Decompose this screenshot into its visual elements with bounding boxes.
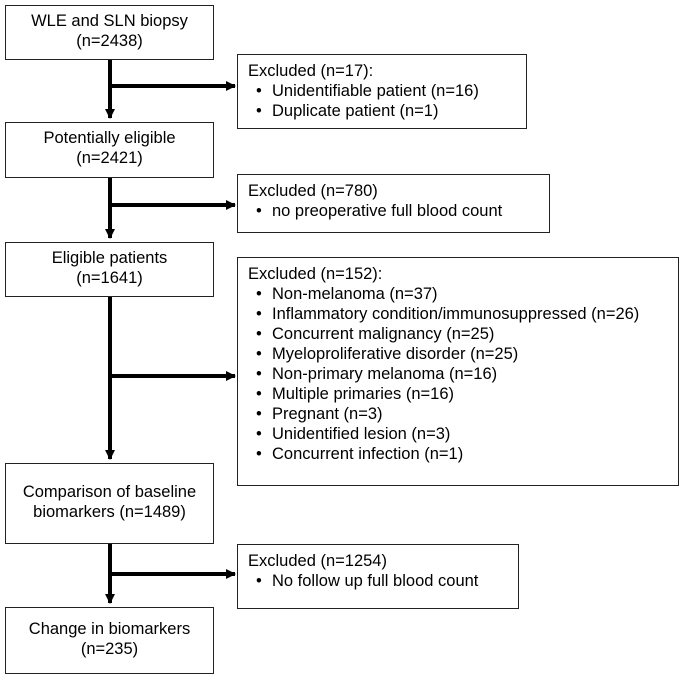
box-title: Comparison of baseline	[22, 483, 197, 501]
exclusion-header: Excluded (n=17):	[248, 62, 374, 80]
exclusion-box-4: Excluded (n=1254) No follow up full bloo…	[237, 544, 519, 609]
exclusion-header: Excluded (n=780)	[248, 182, 378, 200]
box-count: (n=235)	[80, 640, 139, 658]
list-item: Inflammatory condition/immunosuppressed …	[248, 304, 678, 324]
list-item: no preoperative full blood count	[248, 201, 549, 221]
box-comparison-baseline: Comparison of baseline biomarkers (n=148…	[5, 463, 214, 544]
list-item: Non-primary melanoma (n=16)	[248, 364, 678, 384]
list-item: Myeloproliferative disorder (n=25)	[248, 344, 678, 364]
box-count: biomarkers (n=1489)	[33, 503, 186, 521]
exclusion-header: Excluded (n=1254)	[248, 552, 387, 570]
exclusion-list: No follow up full blood count	[248, 571, 518, 591]
box-eligible-patients: Eligible patients (n=1641)	[5, 242, 214, 297]
list-item: Duplicate patient (n=1)	[248, 101, 526, 121]
box-title: Eligible patients	[51, 249, 168, 267]
exclusion-box-2: Excluded (n=780) no preoperative full bl…	[237, 174, 550, 233]
exclusion-box-1: Excluded (n=17): Unidentifiable patient …	[237, 54, 527, 129]
list-item: Unidentifiable patient (n=16)	[248, 81, 526, 101]
box-count: (n=1641)	[76, 269, 143, 287]
box-count: (n=2421)	[76, 149, 143, 167]
box-change-in-biomarkers: Change in biomarkers (n=235)	[5, 607, 214, 674]
list-item: Non-melanoma (n=37)	[248, 284, 678, 304]
box-title: Potentially eligible	[43, 129, 176, 147]
list-item: Pregnant (n=3)	[248, 404, 678, 424]
list-item: No follow up full blood count	[248, 571, 518, 591]
exclusion-list: Unidentifiable patient (n=16) Duplicate …	[248, 81, 526, 121]
list-item: Multiple primaries (n=16)	[248, 384, 678, 404]
exclusion-list: no preoperative full blood count	[248, 201, 549, 221]
list-item: Unidentified lesion (n=3)	[248, 424, 678, 444]
box-count: (n=2438)	[76, 32, 143, 50]
exclusion-list: Non-melanoma (n=37) Inflammatory conditi…	[248, 284, 678, 464]
exclusion-box-3: Excluded (n=152): Non-melanoma (n=37) In…	[237, 257, 679, 486]
exclusion-header: Excluded (n=152):	[248, 265, 383, 283]
list-item: Concurrent malignancy (n=25)	[248, 324, 678, 344]
box-title: Change in biomarkers	[28, 620, 191, 638]
box-title: WLE and SLN biopsy	[31, 12, 188, 30]
box-potentially-eligible: Potentially eligible (n=2421)	[5, 122, 214, 178]
list-item: Concurrent infection (n=1)	[248, 444, 678, 464]
box-wle-sln-biopsy: WLE and SLN biopsy (n=2438)	[5, 5, 214, 60]
